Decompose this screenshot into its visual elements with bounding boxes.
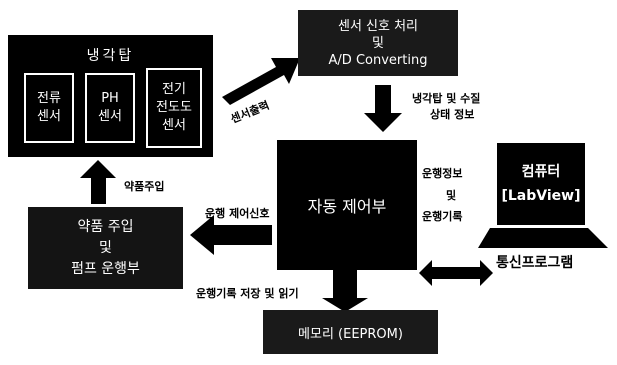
auto-controller-label: 자동 제어부 <box>307 197 387 216</box>
memory-label: 메모리 (EEPROM) <box>298 326 403 342</box>
auto-controller-box: 자동 제어부 <box>277 140 417 270</box>
and-label: 및 <box>446 189 457 202</box>
tower-status-label-2: 상태 정보 <box>430 108 475 121</box>
signal-processing-line1: 센서 신호 처리 <box>337 18 419 34</box>
pump-box: 약품 주입 및 펌프 운행부 <box>28 207 183 289</box>
ph-sensor-line2: 센서 <box>98 109 122 124</box>
current-sensor-box: 전류 센서 <box>24 73 74 143</box>
status-down-arrow <box>364 85 402 132</box>
pump-line3: 펌프 운행부 <box>71 260 140 277</box>
ph-sensor-box: PH 센서 <box>85 73 135 143</box>
chemical-injection-label: 약품주입 <box>124 180 165 193</box>
run-info-label: 운행정보 <box>422 167 463 180</box>
conductivity-sensor-line1: 전기 <box>162 82 186 97</box>
run-record-label: 운행기록 <box>422 210 463 223</box>
sensor-output-arrow <box>222 58 300 105</box>
current-sensor-line2: 센서 <box>37 109 61 124</box>
computer-line2: [LabView] <box>501 188 581 204</box>
signal-processing-line3: A/D Converting <box>328 52 428 68</box>
comm-program-caption: 통신프로그램 <box>496 255 574 271</box>
conductivity-sensor-box: 전기 전도도 센서 <box>146 68 202 148</box>
tower-status-label-1: 냉각탑 및 수질 <box>412 92 481 105</box>
ph-sensor-line1: PH <box>101 91 119 106</box>
current-sensor-line1: 전류 <box>37 91 61 106</box>
run-control-label: 운행 제어신호 <box>205 207 270 220</box>
memory-down-arrow <box>322 268 368 312</box>
chemical-up-arrow <box>80 160 116 204</box>
signal-processing-box: 센서 신호 처리 및 A/D Converting <box>298 10 458 76</box>
signal-processing-line2: 및 <box>372 35 384 51</box>
computer-screen: 컴퓨터 [LabView] <box>497 143 585 225</box>
computer-line1: 컴퓨터 <box>521 164 561 180</box>
laptop-base <box>478 228 608 248</box>
pump-line2: 및 <box>99 239 112 256</box>
cooling-tower-title: 냉각탑 <box>86 48 135 64</box>
conductivity-sensor-line3: 센서 <box>162 118 186 133</box>
control-signal-arrow <box>190 215 272 255</box>
pump-line1: 약품 주입 <box>77 218 134 235</box>
conductivity-sensor-line2: 전도도 <box>156 100 192 115</box>
memory-box: 메모리 (EEPROM) <box>263 310 438 354</box>
comm-double-arrow <box>419 260 493 286</box>
record-save-label: 운행기록 저장 및 읽기 <box>196 287 299 300</box>
